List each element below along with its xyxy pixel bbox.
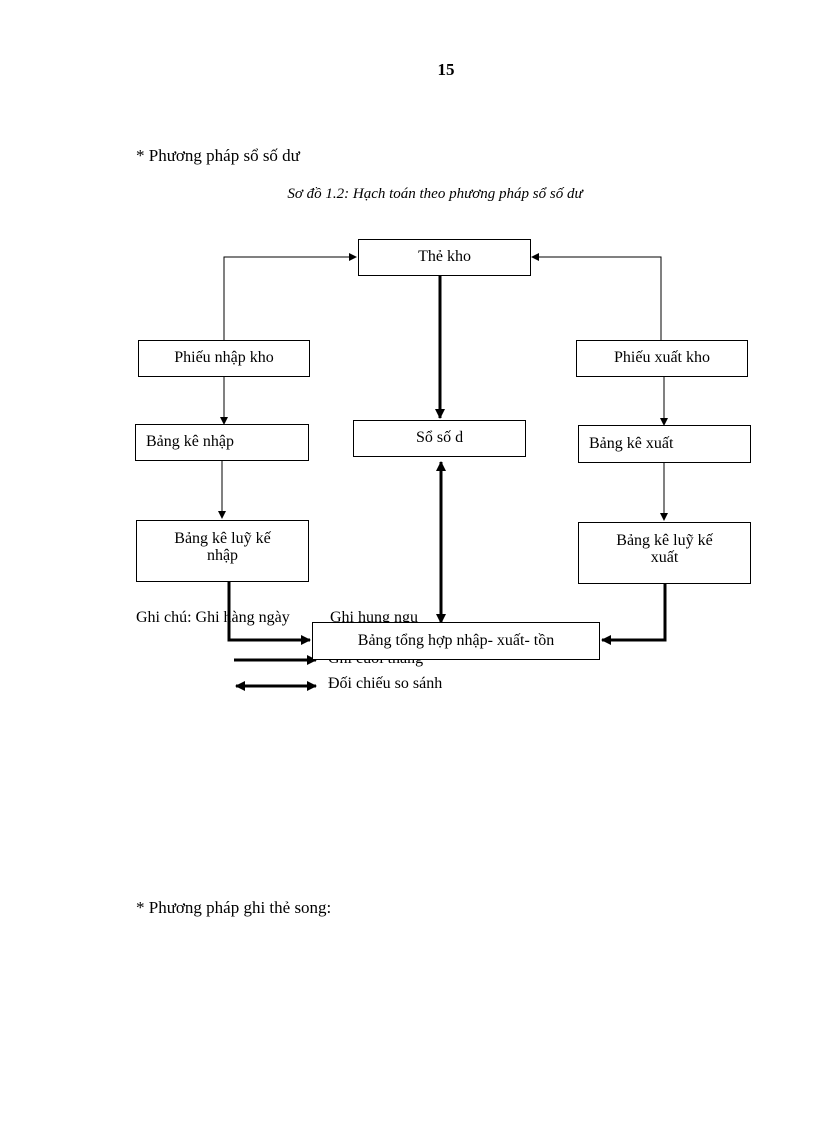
section-heading-the-song: * Phương pháp ghi thẻ song: [136,898,332,917]
diagram-caption: Sơ đồ 1.2: Hạch toán theo phương pháp sổ… [287,186,583,202]
box-so-so-du: Sổ số d [353,420,526,457]
box-bang-ke-xuat: Bảng kê xuất [578,425,751,463]
arrow-phieu-xuat-to-the-kho [531,253,662,340]
box-the-kho: Thẻ kho [358,239,531,276]
page-number: 15 [437,60,455,79]
legend-ghi-chu: Ghi chú: Ghi hàng ngày [136,609,290,626]
arrow-phieu-nhap-to-the-kho [223,253,357,340]
arrow-luy-ke-xuat-to-tong-hop [601,584,667,645]
box-bang-ke-luy-ke-xuat: Bảng kê luỹ kế xuất [578,522,751,584]
box-bang-ke-luy-ke-nhap: Bảng kê luỹ kế nhập [136,520,309,582]
box-bang-tong-hop: Bảng tổng hợp nhập- xuất- tồn [312,622,600,660]
legend-doi-chieu: Đối chiếu so sánh [328,675,443,692]
legend-ghi-hang-ngay: Ghi hung ngu [330,609,418,626]
box-bang-ke-nhap: Bảng kê nhập [135,424,309,461]
arrow-luy-ke-nhap-to-tong-hop [227,582,311,645]
box-phieu-nhap-kho: Phiếu nhập kho [138,340,310,377]
box-phieu-xuat-kho: Phiếu xuất kho [576,340,748,377]
section-heading-so-so-du: * Phương pháp sổ số dư [136,146,300,165]
